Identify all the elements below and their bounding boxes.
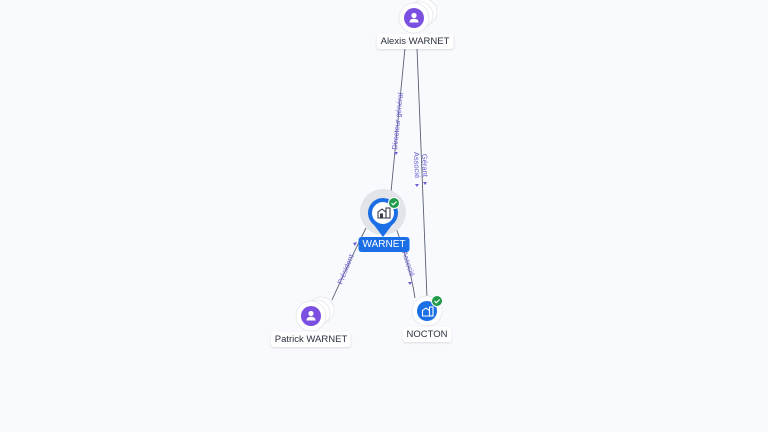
node-label-patrick-warnet[interactable]: Patrick WARNET (270, 332, 352, 347)
building-icon (377, 207, 391, 219)
node-nocton[interactable] (411, 295, 443, 327)
person-icon (409, 12, 419, 23)
edge-label-associe-2: Associé (400, 250, 417, 278)
building-icon (421, 306, 434, 317)
arrow-icon (423, 182, 427, 185)
edge-label-directeur-general: Directeur général (390, 92, 405, 150)
arrow-icon (415, 184, 419, 187)
edge-alexis-warnet[interactable]: Directeur général (390, 47, 406, 193)
node-label-warnet[interactable]: WARNET (358, 237, 410, 252)
verified-badge-icon (388, 197, 400, 209)
node-patrick-warnet[interactable] (295, 296, 335, 332)
edge-label-gerant: Gérant (420, 154, 430, 178)
person-icon (306, 310, 316, 321)
node-warnet[interactable] (360, 189, 406, 237)
arrow-icon (353, 242, 357, 246)
edge-alexis-nocton[interactable]: Gérant Associé (412, 47, 430, 299)
arrow-icon (408, 282, 412, 285)
edge-label-associe: Associé (412, 152, 422, 179)
node-label-alexis-warnet[interactable]: Alexis WARNET (376, 34, 454, 49)
verified-badge-icon (431, 295, 443, 307)
edge-label-president: Président (336, 252, 357, 286)
node-label-nocton[interactable]: NOCTON (402, 327, 452, 342)
node-alexis-warnet[interactable] (398, 0, 438, 34)
arrow-icon (394, 152, 398, 155)
